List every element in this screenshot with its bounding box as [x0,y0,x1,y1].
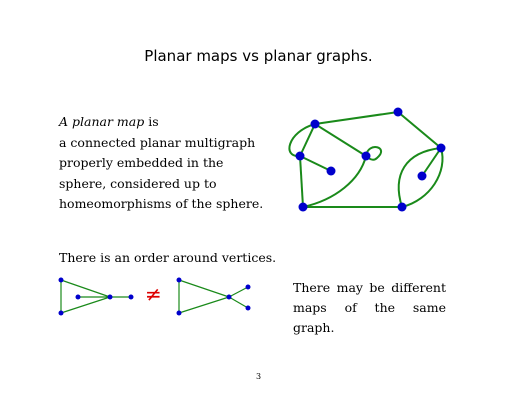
definition-term: A planar map [59,114,145,129]
vertex [245,305,251,311]
vertex [298,202,308,212]
definition-line-2: a connected planar multigraph [59,134,256,150]
different-maps-statement: There may be different maps of the same … [293,280,446,335]
vertex [58,277,64,283]
page-number: 3 [255,372,262,381]
definition-line-3: properly embedded in the [59,155,224,170]
vertex [436,143,446,153]
edge [314,111,399,125]
vertex [361,151,371,161]
edge [299,155,332,172]
edge [302,155,367,208]
definition-line-4: sphere, considered up to [59,175,217,191]
definition-line-5: homeomorphisms of the sphere. [59,196,264,211]
edge [421,147,442,177]
vertex [128,294,134,300]
edge [288,123,316,158]
vertex [176,310,182,316]
edge [397,147,442,208]
vertex [176,277,182,283]
edge [228,286,249,298]
vertex [58,310,64,316]
vertex [326,166,336,176]
edge [60,279,111,298]
edge [401,147,444,208]
order-statement: There is an order around vertices. [59,250,277,265]
edge [178,296,230,314]
vertex [226,294,232,300]
edge [60,296,111,314]
edge [228,296,249,309]
edge [314,123,367,157]
edge [178,279,230,298]
vertex [295,151,305,161]
vertex [75,294,81,300]
planar-map-definition: A planar map is a connected planar multi… [59,112,274,215]
definition-line-1: is [144,114,159,129]
not-equal-symbol: ≠ [145,282,162,306]
vertex [417,171,427,181]
vertex [107,294,113,300]
vertex [393,107,403,117]
edge [299,123,316,157]
vertex [245,284,251,290]
vertex [310,119,320,129]
edge [365,146,383,161]
edge [299,155,304,208]
slide-title: Planar maps vs planar graphs. [144,47,373,65]
edge [397,111,442,149]
vertex [397,202,407,212]
